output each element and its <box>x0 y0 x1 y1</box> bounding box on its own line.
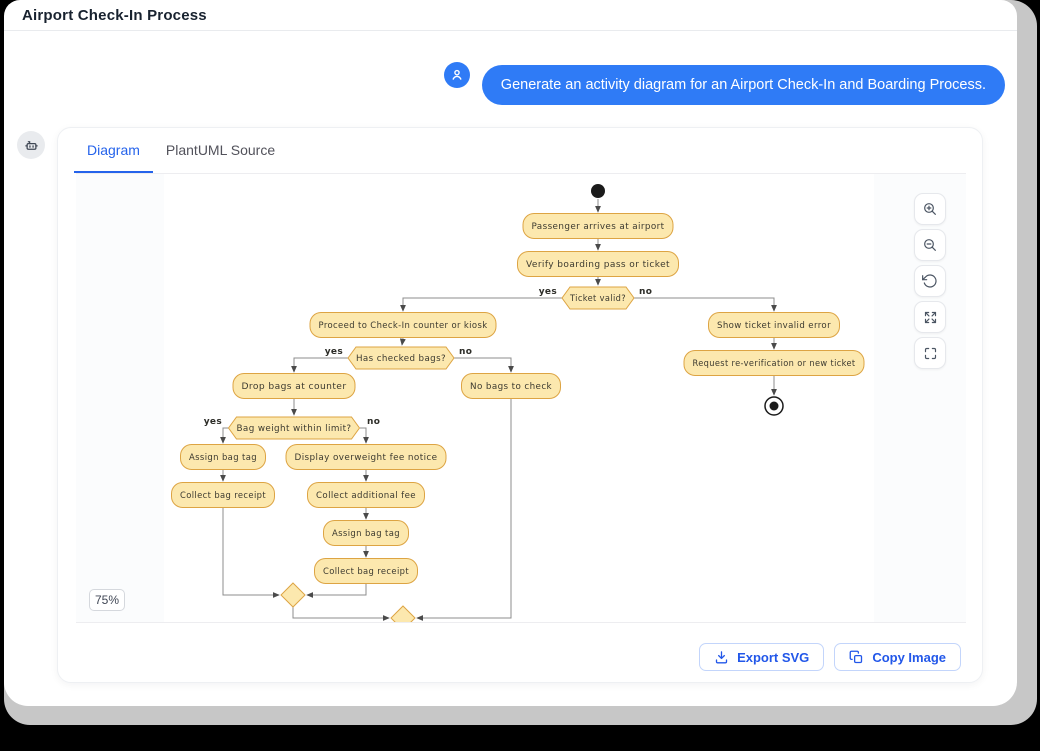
activity-node-label: Request re-verification or new ticket <box>693 359 856 369</box>
footer-actions: Export SVG Copy Image <box>699 643 961 671</box>
reset-view-button[interactable] <box>914 265 946 297</box>
app-header: Airport Check-In Process <box>4 0 1017 31</box>
activity-node <box>517 251 679 277</box>
decision-node <box>227 416 361 440</box>
tab-plantuml-source[interactable]: PlantUML Source <box>153 128 288 173</box>
export-svg-button[interactable]: Export SVG <box>699 643 825 671</box>
page-title: Airport Check-In Process <box>22 6 207 24</box>
activity-node <box>309 312 497 338</box>
end-node-dot <box>769 401 779 411</box>
rotate-ccw-icon <box>922 274 937 288</box>
activity-node <box>683 350 865 376</box>
robot-icon <box>24 140 38 150</box>
diagram-edge <box>360 427 369 444</box>
user-avatar <box>443 62 470 88</box>
diagram-edge <box>292 607 390 621</box>
diagram-edge <box>222 508 280 598</box>
zoom-in-button[interactable] <box>914 193 946 225</box>
activity-node <box>180 444 266 470</box>
user-message-bubble: Generate an activity diagram for an Airp… <box>481 65 1005 105</box>
edge-label: no <box>639 287 652 297</box>
start-node <box>591 184 605 198</box>
copy-image-label: Copy Image <box>872 649 946 665</box>
zoom-out-button[interactable] <box>914 229 946 261</box>
merge-node <box>390 605 416 622</box>
activity-diagram: yes no yes no yes no Passenger arrives at airp… <box>164 174 874 622</box>
activity-node-label: Collect bag receipt <box>180 491 266 501</box>
fullscreen-button[interactable] <box>914 337 946 369</box>
activity-node-label: Proceed to Check-In counter or kiosk <box>319 321 488 331</box>
app-window: Airport Check-In Process Generate an act… <box>4 0 1017 706</box>
activity-node-label: Passenger arrives at airport <box>532 222 665 232</box>
user-chat-row: Generate an activity diagram for an Airp… <box>443 62 1005 105</box>
magnifier-minus-icon <box>924 239 936 251</box>
arrows-out-icon <box>924 311 936 323</box>
tab-bar: Diagram PlantUML Source <box>58 128 982 173</box>
diagram-edge <box>306 584 367 598</box>
merge-node <box>280 582 306 608</box>
zoom-toolbar <box>914 193 946 369</box>
edge-label: yes <box>539 287 557 297</box>
activity-node <box>307 482 425 508</box>
activity-node-label: Verify boarding pass or ticket <box>526 260 670 270</box>
activity-node <box>323 520 409 546</box>
zoom-level-badge: 75% <box>89 589 126 611</box>
decision-node-label: Ticket valid? <box>569 294 626 304</box>
diagram-edge <box>399 337 406 346</box>
bot-avatar <box>17 131 45 159</box>
diagram-edge <box>220 427 229 444</box>
activity-node-label: Display overweight fee notice <box>295 453 438 463</box>
diagram-edge <box>634 297 777 312</box>
magnifier-plus-icon <box>924 203 936 215</box>
diagram-edge <box>400 297 562 312</box>
diagram-edge <box>454 357 514 373</box>
decision-node <box>347 346 455 370</box>
activity-node <box>285 444 447 470</box>
person-icon <box>452 69 462 80</box>
activity-node-label: Collect additional fee <box>316 491 416 501</box>
copy-image-button[interactable]: Copy Image <box>834 643 961 671</box>
edge-label: yes <box>204 417 222 427</box>
export-svg-label: Export SVG <box>737 649 810 665</box>
activity-node <box>314 558 418 584</box>
activity-node <box>232 373 356 399</box>
tab-diagram[interactable]: Diagram <box>74 128 153 173</box>
activity-node <box>461 373 561 399</box>
activity-node-label: Drop bags at counter <box>242 382 347 392</box>
diagram-canvas[interactable]: yes no yes no yes no Passenger arrives at airp… <box>76 173 966 623</box>
decision-node <box>561 286 635 310</box>
edge-label: yes <box>325 347 343 357</box>
decision-node-label: Bag weight within limit? <box>237 424 352 434</box>
corner-brackets-icon <box>924 347 936 359</box>
activity-node-label: Collect bag receipt <box>323 567 409 577</box>
activity-node <box>171 482 275 508</box>
copy-icon <box>849 650 863 663</box>
activity-node-label: Show ticket invalid error <box>717 321 831 331</box>
activity-node <box>522 213 674 239</box>
diagram-edge <box>416 399 512 621</box>
tab-diagram-label: Diagram <box>87 141 140 158</box>
edge-label: no <box>459 347 472 357</box>
edge-label: no <box>367 417 380 427</box>
activity-node-label: Assign bag tag <box>189 453 257 463</box>
activity-node <box>708 312 840 338</box>
activity-node-label: Assign bag tag <box>332 529 400 539</box>
expand-button[interactable] <box>914 301 946 333</box>
diagram-edge <box>291 357 348 373</box>
tab-plantuml-source-label: PlantUML Source <box>165 141 276 158</box>
download-icon <box>715 650 728 663</box>
decision-node-label: Has checked bags? <box>356 354 446 364</box>
activity-node-label: No bags to check <box>470 382 552 392</box>
